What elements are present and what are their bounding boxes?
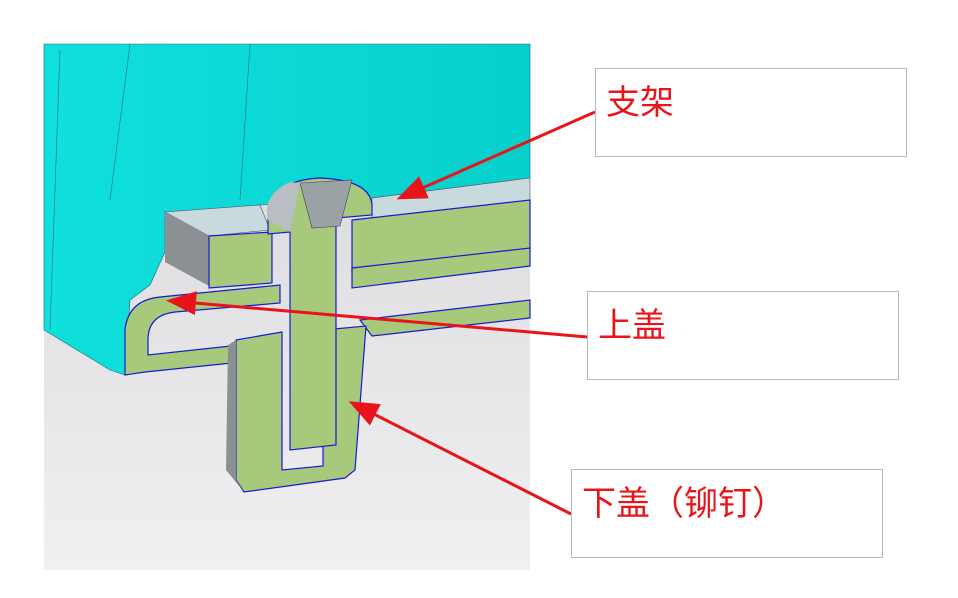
callout-box-bracket: 支架	[595, 68, 907, 157]
bracket-side	[165, 212, 209, 286]
callout-label-lower-cover: 下盖（铆钉）	[582, 484, 786, 524]
callout-label-bracket: 支架	[606, 83, 674, 123]
callout-box-upper-cover: 上盖	[587, 291, 899, 380]
rivet-slot	[299, 179, 353, 229]
callout-box-lower-cover: 下盖（铆钉）	[571, 469, 883, 558]
callout-label-upper-cover: 上盖	[598, 306, 666, 346]
